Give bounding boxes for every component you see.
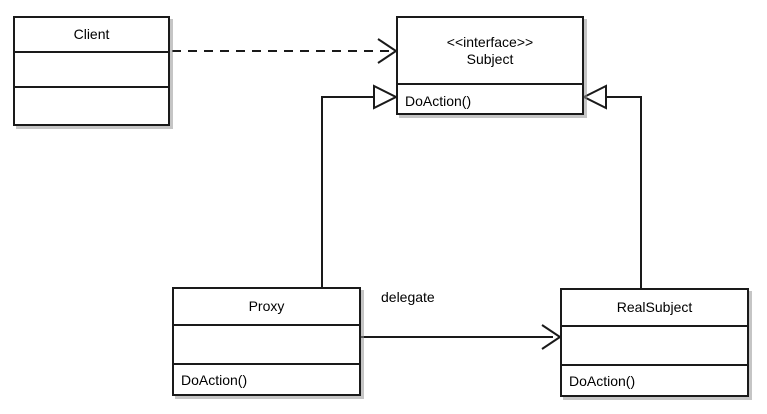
realization-realsubject-to-subject	[581, 84, 642, 288]
dependency-client-to-subject	[172, 38, 398, 64]
client-attributes-compartment	[15, 51, 168, 86]
realization-proxy-to-subject	[321, 84, 399, 287]
class-box-subject[interactable]: <<interface>> Subject DoAction()	[396, 16, 584, 115]
client-operations-compartment	[15, 86, 168, 124]
realsubject-operations: DoAction()	[569, 373, 636, 389]
subject-class-name: Subject	[466, 50, 514, 67]
realsubject-name-compartment: RealSubject	[562, 290, 747, 325]
subject-operations-compartment: DoAction()	[398, 83, 582, 117]
realsubject-class-name: RealSubject	[616, 299, 693, 315]
realsubject-operations-compartment: DoAction()	[562, 364, 747, 397]
subject-stereotype: <<interface>>	[446, 33, 534, 50]
client-name-compartment: Client	[15, 18, 168, 51]
proxy-operations-compartment: DoAction()	[174, 363, 359, 396]
proxy-name-compartment: Proxy	[174, 289, 359, 324]
class-box-client[interactable]: Client	[13, 16, 170, 126]
subject-name-compartment: <<interface>> Subject	[398, 18, 582, 83]
edge-label-delegate: delegate	[381, 289, 435, 305]
proxy-attributes-compartment	[174, 324, 359, 363]
proxy-operations: DoAction()	[181, 372, 248, 388]
realization-line-left	[321, 96, 374, 287]
client-class-name: Client	[73, 26, 110, 42]
subject-operations: DoAction()	[405, 92, 472, 109]
class-box-proxy[interactable]: Proxy DoAction()	[172, 287, 361, 396]
realsubject-attributes-compartment	[562, 325, 747, 364]
proxy-class-name: Proxy	[248, 298, 285, 314]
realization-line-right	[606, 96, 642, 288]
class-box-realsubject[interactable]: RealSubject DoAction()	[560, 288, 749, 397]
hollow-triangle-right	[581, 84, 607, 110]
hollow-triangle-left	[373, 84, 399, 110]
association-proxy-to-realsubject	[361, 324, 562, 350]
